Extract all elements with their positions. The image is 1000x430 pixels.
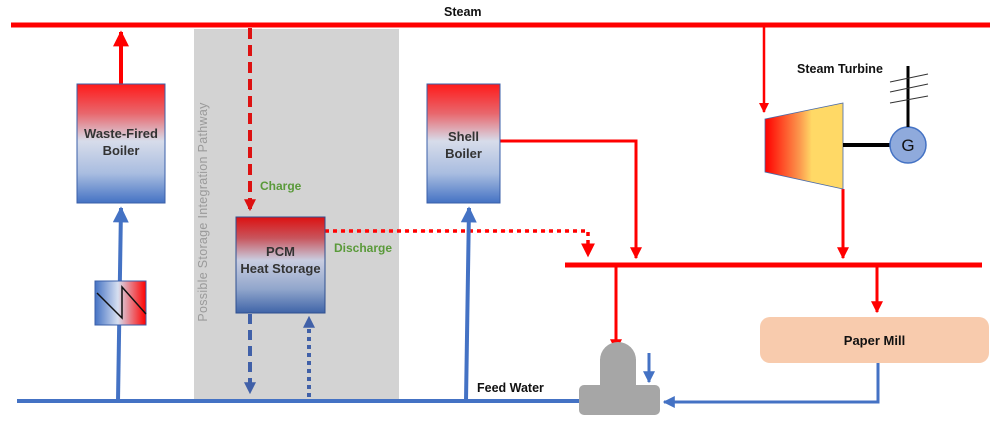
steam-label: Steam [444, 5, 482, 19]
shell-boiler-steam-line [500, 139, 642, 260]
shell-boiler-feed-line [460, 206, 477, 402]
pcm-storage-label-line1: PCM [266, 244, 295, 259]
waste-fired-boiler-label-line1: Waste-Fired [84, 126, 158, 141]
integration-zone-label: Possible Storage Integration Pathway [196, 102, 210, 322]
shell-boiler [426, 83, 501, 204]
heat-exchanger-zigzag-icon [96, 285, 147, 320]
paper-mill-label: Paper Mill [843, 332, 906, 348]
paper-mill [760, 317, 989, 363]
waste-fired-boiler-label: Waste-Fired Boiler [77, 122, 165, 162]
pcm-storage-label-line2: Heat Storage [240, 261, 321, 276]
storage-integration-zone [194, 29, 399, 399]
pcm-heat-storage [235, 216, 326, 314]
shell-boiler-label-line2: Boiler [445, 146, 482, 161]
steam-turbine-label: Steam Turbine [797, 62, 883, 76]
steam-turbine [764, 102, 844, 190]
discharge-label: Discharge [334, 241, 393, 255]
shell-boiler-label: Shell Boiler [427, 125, 500, 165]
waste-fired-boiler-label-line2: Boiler [102, 143, 140, 158]
shell-boiler-label-line1: Shell [447, 129, 480, 144]
generator-label: G [901, 135, 915, 155]
condensate-return-line [662, 363, 880, 408]
charge-label: Charge [260, 179, 302, 193]
waste-fired-boiler [76, 83, 166, 204]
feed-water-label: Feed Water [477, 381, 544, 395]
heat-exchanger [94, 280, 147, 326]
deaerator-tank [579, 342, 660, 415]
pcm-storage-label: PCM Heat Storage [236, 240, 325, 280]
power-output-icon [889, 66, 929, 127]
